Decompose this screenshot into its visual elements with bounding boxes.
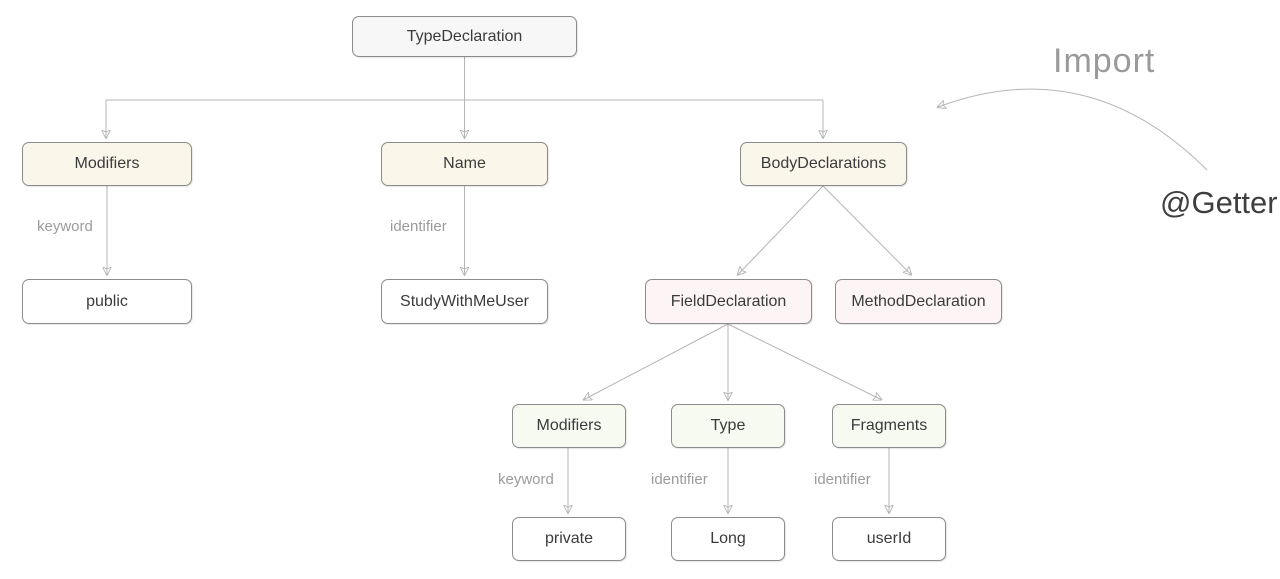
- edge-label-keyword-top: keyword: [37, 218, 93, 235]
- node-private: private: [512, 517, 626, 561]
- edge-fielddeclaration-modifiers: [584, 323, 729, 400]
- import-arrow: [938, 88, 1208, 171]
- getter-annotation: @Getter: [1160, 185, 1278, 220]
- node-fragments: Fragments: [832, 404, 946, 448]
- node-long: Long: [671, 517, 785, 561]
- node-modifiers-top: Modifiers: [22, 142, 192, 186]
- edge-fielddeclaration-fragments: [727, 323, 881, 400]
- node-public: public: [22, 279, 192, 324]
- node-field-declaration: FieldDeclaration: [645, 279, 812, 324]
- node-method-declaration: MethodDeclaration: [835, 279, 1002, 324]
- edge-label-keyword-field: keyword: [498, 471, 554, 488]
- node-user-id: userId: [832, 517, 946, 561]
- edge-label-identifier-type: identifier: [651, 471, 708, 488]
- edge-bodydeclarations-fielddeclaration: [738, 185, 824, 275]
- node-study-with-me-user: StudyWithMeUser: [381, 279, 548, 324]
- node-body-declarations: BodyDeclarations: [740, 142, 907, 186]
- node-modifiers-field: Modifiers: [512, 404, 626, 448]
- edge-bodydeclarations-methoddeclaration: [822, 185, 911, 275]
- edge-label-identifier-name: identifier: [390, 218, 447, 235]
- node-type: Type: [671, 404, 785, 448]
- node-type-declaration: TypeDeclaration: [352, 16, 577, 57]
- import-annotation: Import: [1053, 42, 1156, 80]
- node-name: Name: [381, 142, 548, 186]
- edge-label-identifier-fragments: identifier: [814, 471, 871, 488]
